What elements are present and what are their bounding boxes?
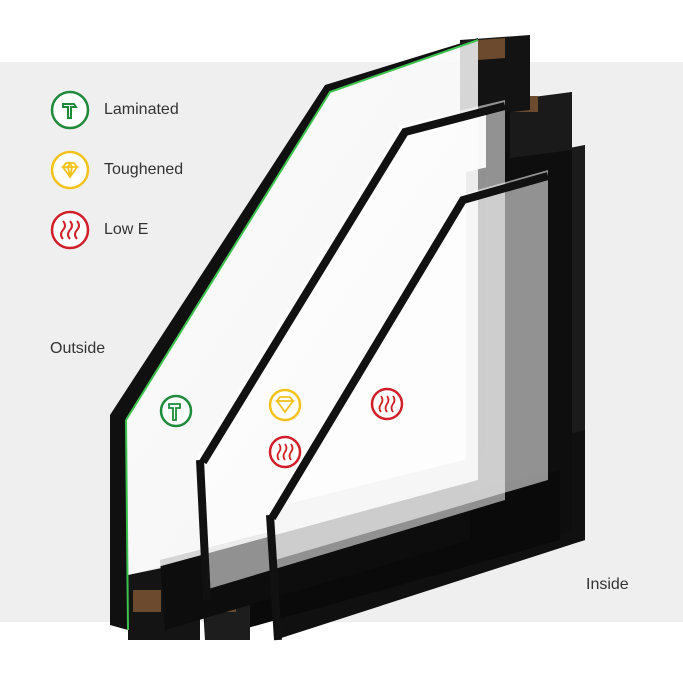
legend-item-toughened: Toughened [50,150,183,190]
inside-label: Inside [586,576,629,593]
diamond-icon [50,150,90,190]
legend-item-low-e: Low E [50,210,148,250]
outside-label: Outside [50,340,106,357]
pane-marker-low-e-inside [370,387,404,421]
inside-glass-pane [265,170,550,641]
heat-waves-icon [50,210,90,250]
pane-marker-laminated [159,394,193,428]
spacer-desiccant [133,590,161,612]
hammer-icon [50,90,90,130]
legend-label: Laminated [104,101,179,118]
pane-marker-low-e-middle [268,435,302,469]
legend-item-laminated: Laminated [50,90,179,130]
pane-marker-toughened [268,388,302,422]
legend-label: Low E [104,221,149,238]
legend-label: Toughened [104,161,184,178]
